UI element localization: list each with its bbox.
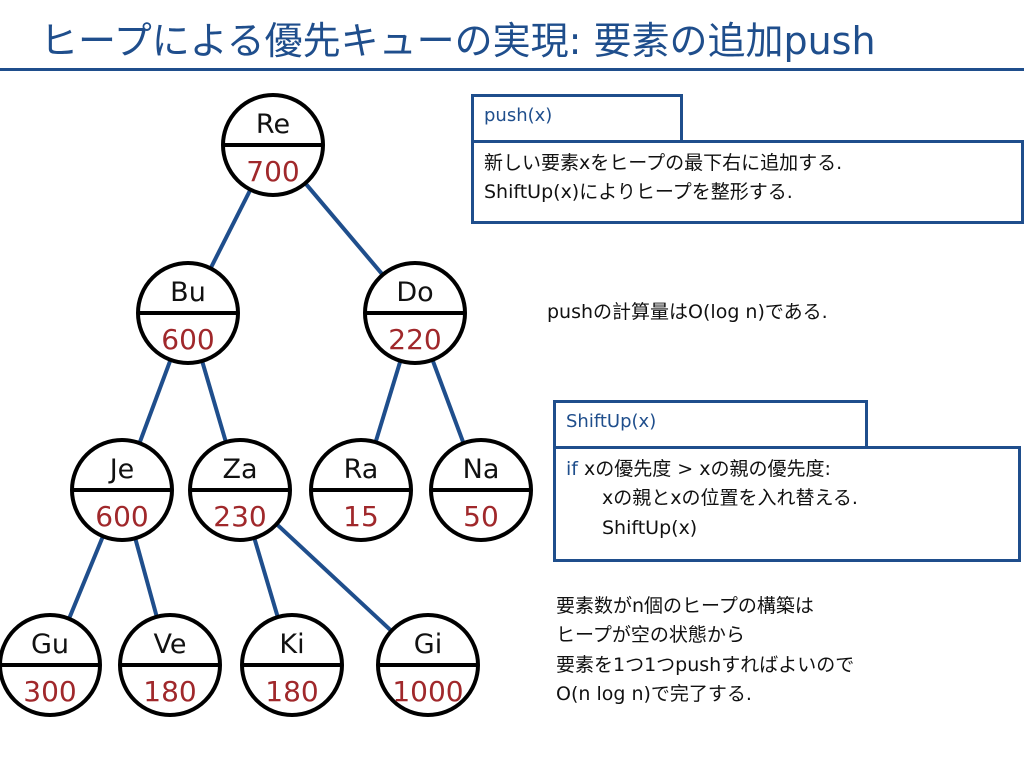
- node-name-label: Je: [108, 454, 135, 485]
- tree-edge-za-gi: [275, 522, 393, 633]
- tree-edge-bu-je: [137, 359, 173, 444]
- tree-edge-re-do: [303, 181, 385, 277]
- heap-tree-diagram: Re700Bu600Do220Je600Za230Ra15Na50Gu300Ve…: [0, 93, 533, 717]
- push-line: 新しい要素xをヒープの最下右に追加する.: [484, 152, 843, 174]
- tree-nodes: Re700Bu600Do220Je600Za230Ra15Na50Gu300Ve…: [0, 93, 533, 717]
- shiftup-body-line: ShiftUp(x): [602, 516, 698, 539]
- build-note-line: 要素数がn個のヒープの構築は: [556, 595, 814, 617]
- node-name-label: Gu: [31, 629, 69, 660]
- tree-edges: [67, 181, 466, 633]
- shiftup-tab-label: ShiftUp(x): [566, 411, 657, 432]
- node-name-label: Do: [396, 277, 433, 308]
- page-title: ヒープによる優先キューの実現: 要素の追加push: [40, 19, 876, 63]
- node-name-label: Re: [256, 109, 290, 140]
- node-priority-value: 50: [463, 500, 499, 533]
- shiftup-condition: xの優先度 > xの親の優先度:: [577, 458, 831, 480]
- shiftup-body-line: xの親とxの位置を入れ替える.: [602, 487, 858, 510]
- tree-edge-bu-za: [200, 360, 228, 443]
- node-priority-value: 1000: [392, 675, 463, 708]
- tree-edge-je-ve: [133, 537, 159, 618]
- tree-edge-do-ra: [373, 360, 403, 443]
- complexity-note: pushの計算量はO(log n)である.: [547, 301, 828, 323]
- heap-node-na: Na 50: [429, 438, 533, 542]
- node-priority-value: 600: [95, 500, 148, 533]
- heap-node-bu: Bu 600: [136, 261, 240, 365]
- heap-node-do: Do 220: [363, 261, 467, 365]
- node-priority-value: 300: [23, 675, 76, 708]
- node-priority-value: 180: [143, 675, 196, 708]
- heap-node-ve: Ve 180: [118, 613, 222, 717]
- tree-edge-do-na: [430, 359, 466, 444]
- push-description-box: 新しい要素xをヒープの最下右に追加する. ShiftUp(x)によりヒープを整形…: [471, 140, 1024, 224]
- tree-edge-re-bu: [208, 188, 253, 270]
- push-line: ShiftUp(x)によりヒープを整形する.: [484, 181, 793, 204]
- build-note: 要素数がn個のヒープの構築は ヒープが空の状態から 要素を1つ1つpushすれば…: [556, 592, 854, 710]
- node-priority-value: 600: [161, 323, 214, 356]
- if-keyword: if: [566, 458, 578, 480]
- node-priority-value: 15: [343, 500, 379, 533]
- build-note-line: ヒープが空の状態から: [556, 624, 745, 647]
- heap-node-je: Je 600: [70, 438, 174, 542]
- node-priority-value: 700: [246, 155, 299, 188]
- build-note-line: O(n log n)で完了する.: [556, 683, 752, 706]
- node-name-label: Za: [222, 454, 257, 485]
- heap-node-za: Za 230: [188, 438, 292, 542]
- node-name-label: Ve: [154, 629, 187, 660]
- node-name-label: Na: [463, 454, 500, 485]
- heap-node-ra: Ra 15: [309, 438, 413, 542]
- push-tab-label: push(x): [484, 105, 553, 126]
- heap-node-re: Re 700: [221, 93, 325, 197]
- heap-node-ki: Ki 180: [240, 613, 344, 717]
- tree-edge-za-ki: [252, 537, 280, 618]
- build-note-line: 要素を1つ1つpushすればよいので: [556, 653, 855, 676]
- heap-node-gu: Gu 300: [0, 613, 102, 717]
- node-name-label: Bu: [170, 277, 206, 308]
- node-name-label: Ki: [279, 629, 304, 660]
- node-priority-value: 230: [213, 500, 266, 533]
- node-name-label: Ra: [344, 454, 379, 485]
- node-priority-value: 180: [265, 675, 318, 708]
- push-tab: push(x): [471, 94, 683, 142]
- title-divider: [0, 68, 1024, 71]
- heap-node-gi: Gi 1000: [376, 613, 480, 717]
- tree-edge-je-gu: [67, 535, 105, 620]
- shiftup-description-box: if xの優先度 > xの親の優先度: xの親とxの位置を入れ替える. Shif…: [553, 446, 1021, 562]
- node-priority-value: 220: [388, 323, 441, 356]
- shiftup-tab: ShiftUp(x): [553, 400, 868, 448]
- node-name-label: Gi: [414, 629, 442, 660]
- shiftup-condition-line: if xの優先度 > xの親の優先度:: [566, 455, 1008, 484]
